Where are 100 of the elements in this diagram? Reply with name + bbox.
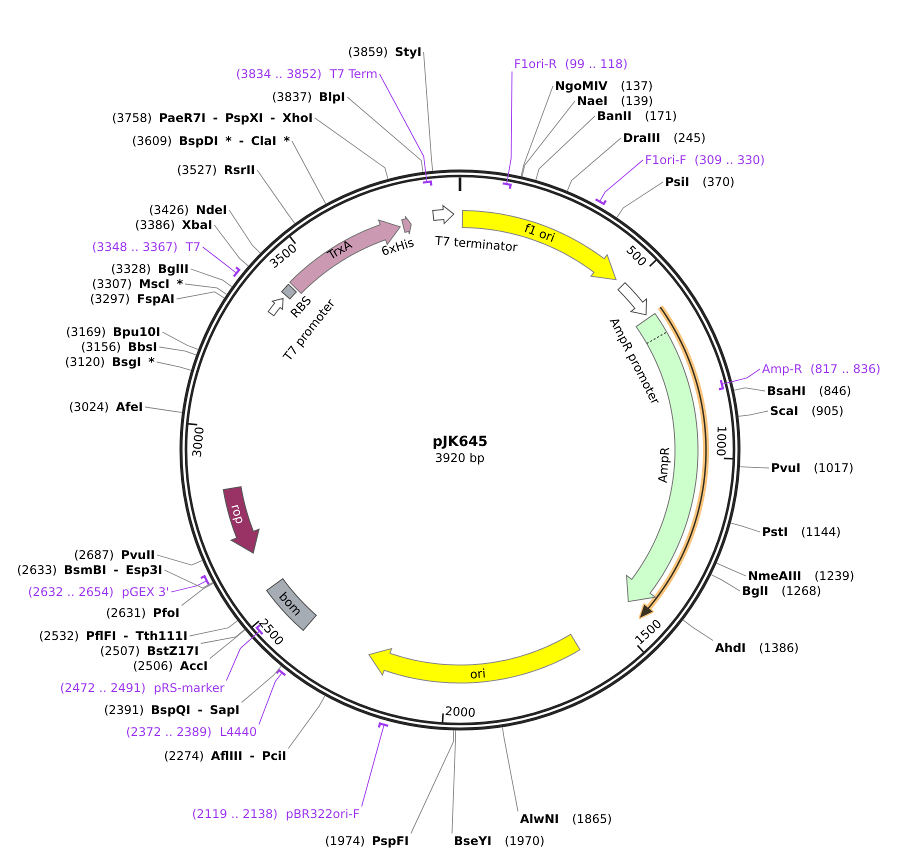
position-number: (905) [811, 404, 844, 418]
leader-line [189, 620, 238, 636]
leader-line [144, 406, 182, 413]
enzyme-name: BsaHI [767, 384, 806, 398]
position-number: (3386) [135, 218, 175, 232]
primer-name: pGEX 3' [122, 584, 170, 600]
enzyme-name: MscI * [138, 276, 184, 292]
position-number: (3328) [111, 262, 151, 276]
feature-label: f1 ori [522, 221, 557, 246]
primer-position: (2119 .. 2138) [192, 806, 278, 822]
scale-number: 2000 [444, 704, 476, 720]
leader-line [314, 118, 388, 180]
position-number: (3527) [177, 162, 217, 178]
position-number: (3307) [92, 276, 132, 292]
enzyme-name: PsiI [665, 174, 690, 190]
scale-number: 3000 [189, 426, 206, 458]
leader-line [164, 570, 214, 588]
leader-line [346, 96, 424, 172]
enzyme-name: AfeI [116, 400, 144, 414]
position-number: (2391) [104, 702, 144, 718]
enzyme-name: BglI [742, 584, 768, 598]
leader-line [716, 562, 746, 576]
leader-line [156, 362, 192, 371]
leader-line [721, 368, 760, 385]
primer-mark [276, 668, 286, 676]
enzyme-name: DraIII [623, 130, 660, 146]
position-number: (3169) [66, 324, 106, 340]
primer-position: (99 .. 118) [564, 56, 628, 72]
leader-line [162, 332, 199, 350]
feature-label: T7 terminator [435, 233, 518, 254]
primer-mark [718, 380, 724, 390]
enzyme-name: FspAI [136, 292, 175, 306]
position-number: (3120) [65, 354, 105, 370]
feature-label: AmpR [656, 446, 673, 484]
leader-line [288, 695, 326, 749]
position-number: (1144) [800, 524, 841, 540]
leader-line [228, 210, 261, 254]
feature-label: 6xHis [379, 234, 416, 258]
primer-mark [378, 722, 388, 728]
enzyme-name: BbsI [128, 340, 158, 354]
position-number: (2507) [100, 644, 140, 658]
leader-line [535, 116, 596, 180]
enzyme-name: StyI [394, 44, 422, 60]
position-number: (3837) [272, 90, 312, 104]
enzyme-name: ScaI [770, 404, 798, 418]
enzyme-name: BsmBI - Esp3I [64, 562, 162, 578]
leader-line [158, 346, 197, 356]
enzyme-name: PvuI [771, 460, 801, 476]
position-number: (846) [818, 384, 852, 398]
enzyme-name: BseYI [454, 834, 492, 848]
leader-line [176, 291, 225, 300]
enzyme-name: BglII [158, 262, 189, 276]
leader-line [599, 160, 644, 202]
enzyme-name: PvuII [120, 548, 155, 562]
leader-line [184, 284, 228, 295]
plasmid-size: 3920 bp [435, 450, 485, 466]
position-number: (3859) [348, 44, 388, 60]
primer-mark [200, 574, 210, 586]
primer-position: (2632 .. 2654) [28, 584, 114, 600]
leader-line [156, 554, 203, 566]
leader-line [214, 224, 249, 266]
feature-label: ori [470, 666, 486, 682]
position-number: (139) [620, 94, 654, 108]
enzyme-name: PstI [762, 524, 788, 540]
enzyme-name: PaeR7I - PspXI - XhoI [158, 110, 313, 126]
leader-line [506, 71, 512, 184]
enzyme-name: Bpu10I [112, 324, 160, 340]
primer-position: (3834 .. 3852) [236, 66, 322, 82]
primer-name: T7 Term [330, 66, 378, 82]
primer-mark [233, 266, 241, 278]
leader-line [616, 182, 664, 218]
enzyme-name: RsrII [224, 162, 256, 178]
enzyme-name: NgoMIV [555, 78, 608, 94]
position-number: (1974) [325, 834, 365, 848]
position-number: (3156) [81, 340, 121, 354]
leader-line [170, 580, 208, 592]
enzyme-name: BanII [597, 108, 632, 124]
primer-name: F1ori-F [645, 152, 686, 168]
position-number: (2687) [74, 548, 114, 562]
leader-line [190, 268, 232, 288]
leader-line [423, 52, 434, 172]
enzyme-name: BlpI [318, 90, 346, 104]
primer-position: (309 .. 330) [694, 152, 765, 168]
primer-name: T7 [186, 240, 201, 254]
enzyme-name: AlwNI [520, 812, 559, 826]
position-number: (137) [620, 78, 653, 94]
plasmid-name: pJK645 [432, 434, 488, 450]
enzyme-name: BsgI * [112, 354, 155, 370]
position-number: (1970) [504, 834, 544, 848]
primer-mark [422, 180, 432, 186]
leader-line [682, 620, 714, 641]
enzyme-name: PspFI [372, 834, 409, 848]
position-number: (2631) [106, 606, 146, 620]
leader-line [292, 140, 326, 204]
feature-label: TrxA [325, 238, 354, 263]
leader-line [734, 387, 766, 392]
enzyme-name: NdeI [196, 202, 228, 218]
primer-name: pBR322ori-F [286, 806, 360, 822]
leader-line [738, 410, 768, 417]
position-number: (3426) [149, 202, 189, 218]
